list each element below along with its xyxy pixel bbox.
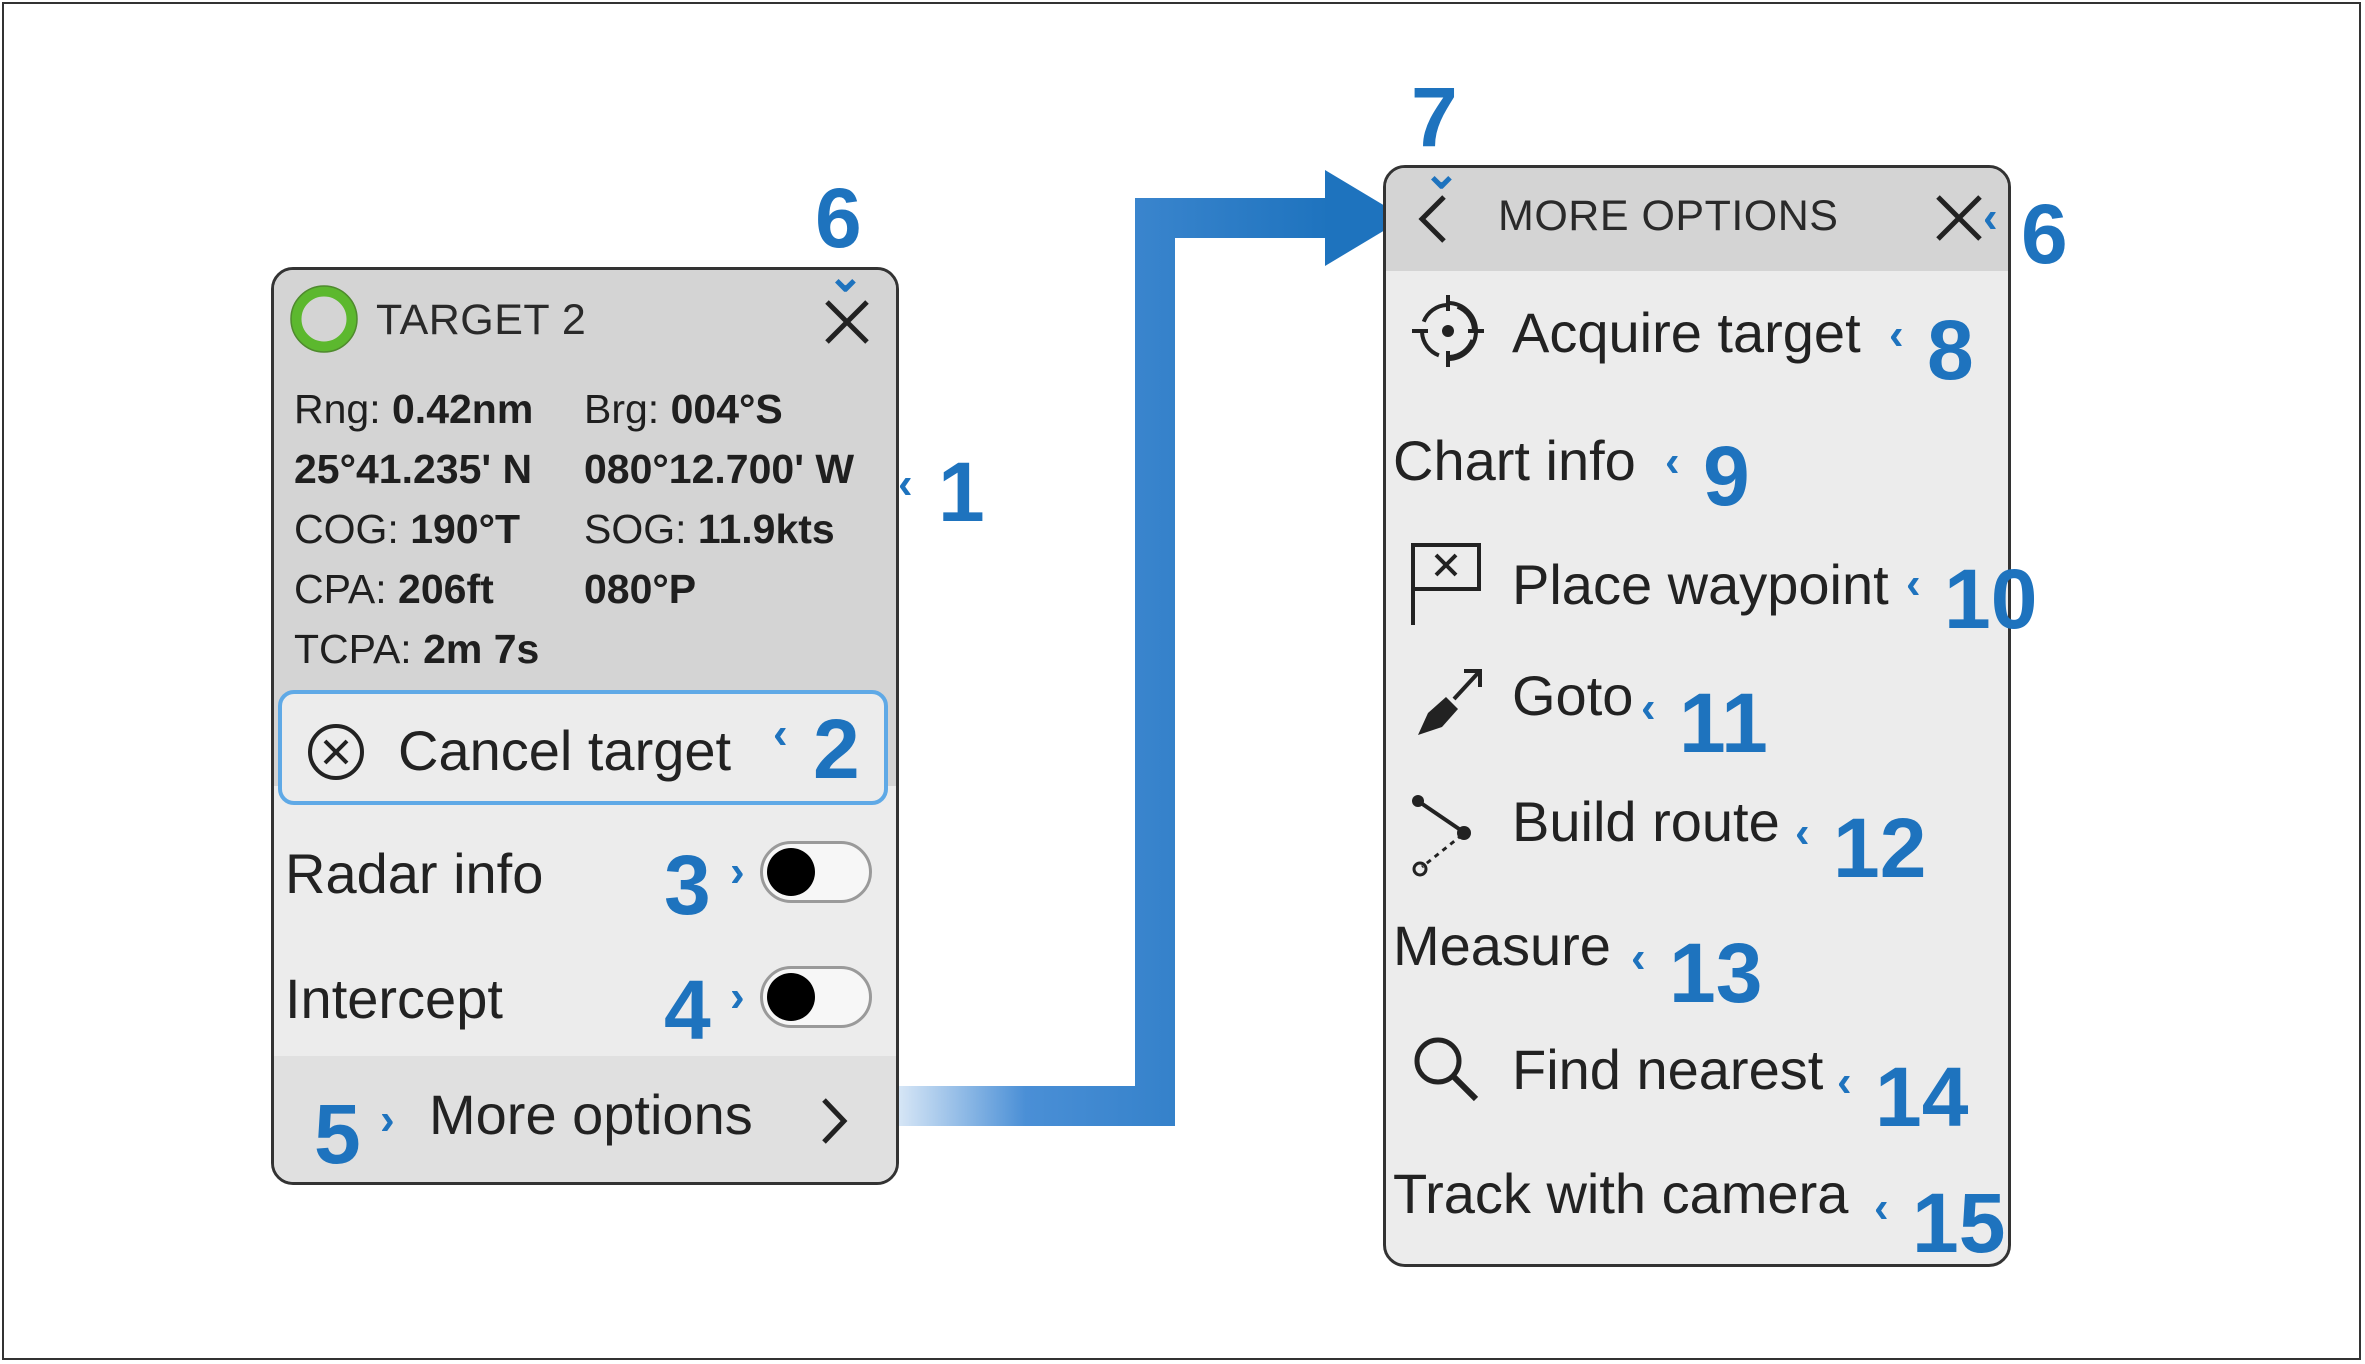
target-panel-header: TARGET 2 (274, 270, 896, 373)
more-options-header: MORE OPTIONS (1386, 168, 2008, 271)
menu-item-measure[interactable]: Measure (1386, 891, 2008, 1015)
callout-pointer: ‹ (1889, 310, 1904, 359)
radar-info-toggle[interactable] (760, 841, 872, 903)
callout-10-waypoint: 10 (1944, 552, 2038, 646)
place-waypoint-label: Place waypoint (1512, 553, 1889, 616)
callout-6-close: 6 (815, 171, 862, 265)
callout-6-close-more: 6 (2021, 187, 2068, 281)
menu-item-chart-info[interactable]: Chart info (1386, 395, 2008, 519)
callout-1-info: 1 (938, 445, 985, 539)
menu-item-goto[interactable]: Goto (1386, 643, 2008, 767)
toggle-knob (767, 848, 815, 896)
callout-2-cancel: 2 (813, 702, 860, 796)
menu-item-acquire-target[interactable]: Acquire target (1386, 271, 2008, 395)
callout-8-acquire: 8 (1927, 303, 1974, 397)
callout-pointer: ‹ (773, 709, 788, 758)
back-chevron-icon[interactable] (1416, 193, 1450, 245)
callout-pointer: › (380, 1095, 395, 1144)
info-range: Rng: 0.42nm (294, 386, 534, 432)
callout-3-radar-info: 3 (664, 838, 711, 932)
target-title: TARGET 2 (376, 296, 587, 344)
route-icon (1412, 795, 1471, 877)
radar-info-label: Radar info (285, 842, 544, 905)
close-icon[interactable] (823, 298, 871, 346)
callout-pointer: ‹ (1906, 559, 1921, 608)
search-icon (1414, 1037, 1479, 1102)
target-ring-icon (290, 285, 358, 353)
menu-item-track-with-camera[interactable]: Track with camera (1386, 1139, 2008, 1263)
callout-5-more-options: 5 (314, 1087, 361, 1181)
close-icon[interactable] (1934, 193, 1984, 243)
cancel-target-button[interactable]: Cancel target (278, 690, 888, 805)
callout-pointer: ‹ (1631, 933, 1646, 982)
target-panel: TARGET 2 Rng: 0.42nm Brg: 004°S 25°41.23… (271, 267, 899, 1185)
more-options-label: More options (429, 1083, 753, 1146)
chevron-right-icon (822, 1098, 848, 1144)
cancel-target-label: Cancel target (398, 719, 732, 782)
more-options-panel: MORE OPTIONS Acquire target Chart info (1383, 165, 2011, 1267)
more-options-title: MORE OPTIONS (1498, 192, 1839, 240)
callout-pointer: ‹ (1641, 683, 1656, 732)
callout-7-back: 7 (1411, 70, 1458, 164)
info-cpa-bearing: 080°P (584, 566, 697, 612)
find-nearest-label: Find nearest (1512, 1038, 1824, 1101)
menu-item-find-nearest[interactable]: Find nearest (1386, 1015, 2008, 1139)
callout-12-build-route: 12 (1833, 801, 1927, 895)
callout-13-measure: 13 (1669, 926, 1763, 1020)
info-tcpa: TCPA: 2m 7s (294, 626, 540, 672)
intercept-toggle[interactable] (760, 966, 872, 1028)
measure-label: Measure (1393, 914, 1611, 977)
callout-pointer: ‹ (1795, 808, 1810, 857)
callout-15-track-camera: 15 (1912, 1176, 2006, 1270)
callout-pointer: ‹ (1837, 1057, 1852, 1106)
info-longitude: 080°12.700' W (584, 446, 855, 492)
crosshair-icon (1412, 295, 1484, 367)
intercept-label: Intercept (285, 967, 503, 1030)
more-options-button[interactable]: More options (274, 1056, 896, 1182)
callout-14-find-nearest: 14 (1875, 1050, 1969, 1144)
cancel-circle-icon (308, 724, 364, 780)
callout-11-goto: 11 (1679, 676, 1768, 770)
goto-label: Goto (1512, 664, 1634, 727)
callout-9-chart-info: 9 (1703, 429, 1750, 523)
callout-pointer: ‹ (1983, 193, 1998, 242)
callout-pointer: › (730, 847, 745, 896)
info-cpa: CPA: 206ft (294, 566, 494, 612)
acquire-target-label: Acquire target (1512, 301, 1861, 364)
toggle-knob (767, 973, 815, 1021)
info-sog: SOG: 11.9kts (584, 506, 835, 552)
menu-item-place-waypoint[interactable]: Place waypoint (1386, 519, 2008, 643)
menu-item-build-route[interactable]: Build route (1386, 767, 2008, 891)
callout-pointer: › (730, 972, 745, 1021)
callout-pointer: ⌄ (1423, 149, 1460, 198)
info-cog: COG: 190°T (294, 506, 521, 552)
build-route-label: Build route (1512, 790, 1780, 853)
callout-pointer: ⌄ (827, 252, 864, 301)
callout-4-intercept: 4 (664, 963, 711, 1057)
track-with-camera-label: Track with camera (1393, 1162, 1849, 1225)
goto-boat-icon (1418, 669, 1482, 735)
callout-pointer: ‹ (1874, 1183, 1889, 1232)
info-bearing: Brg: 004°S (584, 386, 783, 432)
waypoint-flag-icon (1411, 543, 1481, 625)
callout-pointer: ‹ (898, 459, 913, 508)
chart-info-label: Chart info (1393, 429, 1636, 492)
callout-pointer: ‹ (1665, 437, 1680, 486)
info-latitude: 25°41.235' N (294, 446, 533, 492)
